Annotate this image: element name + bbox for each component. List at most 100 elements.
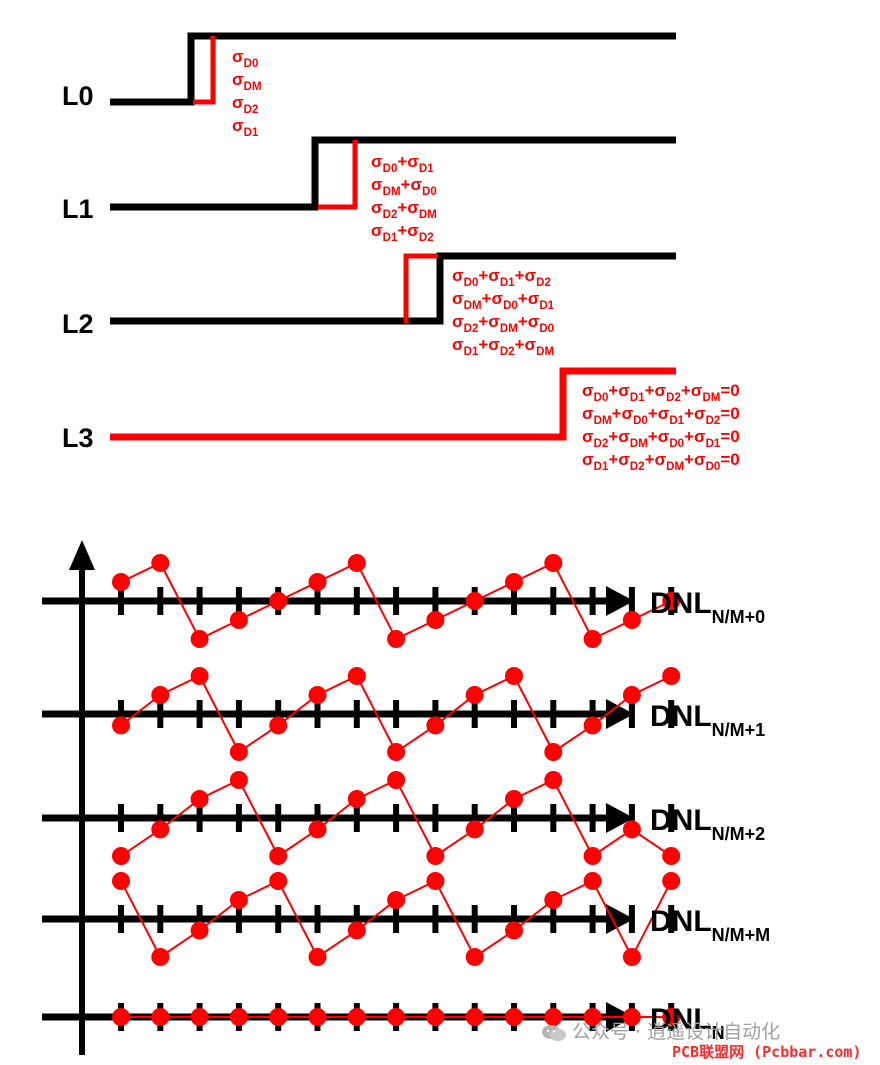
dnl-row-label: DNLN/M+2 [650, 804, 765, 844]
dnl-axes [69, 540, 95, 1055]
dnl-point [151, 686, 170, 704]
level-l2-expression-0: σD0+σD1+σD2 [452, 266, 551, 289]
dnl-point [544, 891, 563, 909]
level-l0-expression-1: σDM [232, 70, 262, 93]
dnl-row-arrowhead [606, 904, 634, 934]
level-step-diagram: L0 L1 L2 L3 σD0σDMσD2σD1σD0+σD1σDM+σD0σD… [62, 32, 740, 473]
level-label-l0: L0 [62, 81, 94, 111]
dnl-point [308, 1008, 327, 1026]
dnl-point [308, 573, 327, 591]
dnl-row-1: DNLN/M+1 [42, 667, 765, 761]
dnl-point [505, 921, 523, 940]
dnl-point [151, 948, 170, 966]
dnl-point [387, 771, 406, 789]
dnl-point [269, 872, 288, 890]
level-l3-expression-1: σDM+σD0+σD1+σD2=0 [582, 404, 740, 427]
level-l0-expression-3: σD1 [232, 116, 259, 139]
level-l2-expression-1: σDM+σD0+σD1 [452, 289, 555, 312]
dnl-point [583, 847, 602, 865]
level-l1-expression-2: σD2+σDM [371, 198, 437, 221]
dnl-point [308, 686, 327, 704]
dnl-point [151, 820, 170, 839]
dnl-point [190, 790, 209, 808]
wechat-icon [542, 1024, 566, 1041]
dnl-point [662, 667, 681, 685]
dnl-point [112, 573, 130, 591]
dnl-point [387, 743, 406, 761]
dnl-point [112, 847, 130, 865]
dnl-point [426, 1008, 445, 1026]
dnl-point [229, 1008, 248, 1026]
watermark-account-text: 公众号 · 逍遥设计自动化 [572, 1021, 781, 1043]
l0-black-step [110, 32, 676, 106]
dnl-row-arrowhead [606, 586, 634, 616]
level-l2-expressions: σD0+σD1+σD2σDM+σD0+σD1σD2+σDM+σD0σD1+σD2… [452, 266, 555, 358]
level-l3-expressions: σD0+σD1+σD2+σDM=0σDM+σD0+σD1+σD2=0σD2+σD… [582, 381, 740, 473]
dnl-point [583, 872, 602, 890]
dnl-point [308, 948, 327, 966]
l3-red-step [110, 367, 676, 441]
watermark-site: PCB联盟网 (Pcbbar.com) [672, 1043, 862, 1061]
dnl-point [622, 686, 641, 704]
dnl-row-label: DNLN/M+M [650, 905, 770, 945]
dnl-point [426, 847, 445, 865]
dnl-point [544, 554, 563, 572]
dnl-point [269, 847, 288, 865]
dnl-point [347, 790, 366, 808]
dnl-point [190, 667, 209, 685]
dnl-point [465, 820, 484, 839]
dnl-row-0: DNLN/M+0 [42, 554, 765, 648]
level-l0-expression-0: σD0 [232, 47, 258, 70]
dnl-point [622, 820, 641, 839]
dnl-point [583, 1008, 602, 1026]
level-label-l1: L1 [62, 194, 94, 224]
dnl-point [583, 716, 602, 735]
dnl-point [465, 592, 484, 610]
dnl-point [662, 592, 681, 610]
dnl-point [505, 1008, 523, 1026]
l2-black-step [110, 252, 676, 325]
dnl-point [465, 948, 484, 966]
dnl-point [112, 1008, 130, 1026]
dnl-point [190, 921, 209, 940]
dnl-point [622, 1008, 641, 1026]
l0-red-step [193, 36, 216, 105]
vertical-axis-arrowhead [69, 540, 95, 570]
dnl-row-arrowhead [606, 803, 634, 833]
level-l1-expression-0: σD0+σD1 [371, 152, 434, 175]
level-l3-expression-2: σD2+σDM+σD0+σD1=0 [582, 427, 740, 450]
dnl-point [544, 771, 563, 789]
dnl-row-arrowhead [606, 699, 634, 729]
dnl-point [662, 847, 681, 865]
dnl-point [112, 716, 130, 735]
dnl-point [347, 1008, 366, 1026]
dnl-point [544, 743, 563, 761]
dnl-point [387, 891, 406, 909]
dnl-point [387, 1008, 406, 1026]
dnl-point [622, 948, 641, 966]
dnl-point [269, 1008, 288, 1026]
dnl-point [229, 611, 248, 629]
dnl-point [229, 771, 248, 789]
dnl-point [151, 554, 170, 572]
dnl-point [229, 891, 248, 909]
dnl-point [269, 592, 288, 610]
dnl-point [622, 611, 641, 629]
dnl-point [347, 921, 366, 940]
dnl-row-label: DNLN [650, 1003, 725, 1043]
dnl-point [426, 716, 445, 735]
level-l1-expression-1: σDM+σD0 [371, 175, 437, 198]
l1-red-step [318, 140, 358, 210]
l2-red-step [403, 253, 438, 323]
level-l3-expression-3: σD1+σD2+σDM+σD0=0 [582, 450, 740, 473]
dnl-point [347, 667, 366, 685]
dnl-row-label: DNLN/M+0 [650, 587, 765, 627]
dnl-point [544, 1008, 563, 1026]
level-label-l3: L3 [62, 423, 94, 453]
dnl-point [662, 872, 681, 890]
watermark-account: 公众号 · 逍遥设计自动化 [540, 1017, 780, 1044]
dnl-point [505, 667, 523, 685]
dnl-point [151, 1008, 170, 1026]
level-l2-expression-2: σD2+σDM+σD0 [452, 312, 554, 335]
